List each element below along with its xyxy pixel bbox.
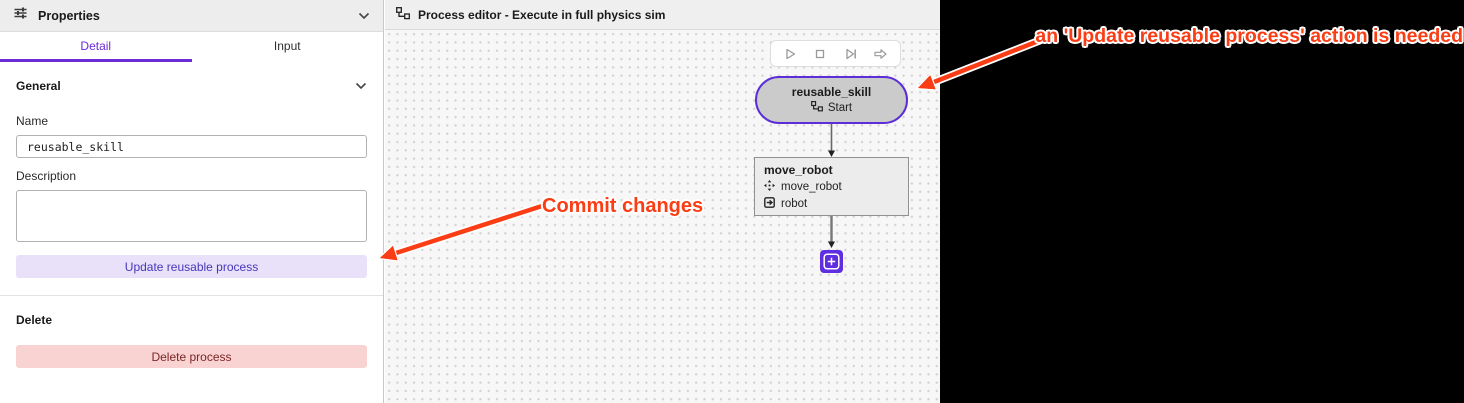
node-move-robot[interactable]: move_robot move_robot robot	[754, 157, 909, 216]
tab-detail[interactable]: Detail	[0, 32, 192, 62]
play-button[interactable]	[779, 43, 801, 65]
collapse-chevron-icon[interactable]	[358, 12, 370, 20]
move-icon	[764, 180, 775, 194]
editor-canvas[interactable]: reusable_skill Start move_robot move_rob…	[385, 30, 940, 403]
black-panel	[940, 0, 1464, 403]
node-reusable-skill[interactable]: reusable_skill Start	[755, 76, 908, 124]
step-forward-button[interactable]	[840, 43, 862, 65]
node-row-label: robot	[781, 198, 808, 210]
general-chevron-icon[interactable]	[355, 82, 367, 90]
tune-icon	[13, 6, 28, 25]
add-node-button[interactable]	[820, 250, 843, 273]
section-divider	[0, 295, 383, 296]
flow-icon	[810, 100, 823, 115]
description-textarea[interactable]	[16, 190, 367, 242]
stop-button[interactable]	[809, 43, 831, 65]
delete-process-button[interactable]: Delete process	[16, 345, 367, 368]
node-subtitle: Start	[827, 102, 853, 114]
process-editor-title: Process editor - Execute in full physics…	[418, 7, 666, 22]
properties-tabs: Detail Input	[0, 32, 383, 62]
skip-forward-button[interactable]	[870, 43, 892, 65]
name-field-label: Name	[16, 114, 49, 128]
node-row: robot	[764, 197, 899, 211]
flow-icon	[396, 6, 410, 23]
update-reusable-process-button[interactable]: Update reusable process	[16, 255, 367, 278]
properties-panel-title: Properties	[38, 8, 100, 23]
properties-panel-header[interactable]: Properties	[0, 0, 383, 32]
properties-panel: Properties Detail Input General Name Des…	[0, 0, 384, 403]
input-icon	[764, 197, 775, 211]
general-section-header[interactable]: General	[16, 79, 367, 93]
run-toolbar	[770, 40, 901, 67]
tab-input[interactable]: Input	[273, 38, 301, 53]
description-field-label: Description	[16, 169, 77, 183]
name-input[interactable]	[16, 135, 367, 158]
node-row: move_robot	[764, 180, 899, 194]
properties-panel-body: General Name Description Update reusable…	[0, 79, 383, 368]
node-row-label: move_robot	[781, 181, 842, 193]
process-editor-header: Process editor - Execute in full physics…	[385, 0, 940, 30]
general-section-title: General	[16, 79, 61, 93]
delete-section-title: Delete	[16, 313, 53, 327]
node-title: move_robot	[764, 163, 833, 177]
delete-section-header: Delete	[16, 313, 367, 327]
process-editor: Process editor - Execute in full physics…	[385, 0, 940, 403]
node-title: reusable_skill	[791, 85, 872, 99]
